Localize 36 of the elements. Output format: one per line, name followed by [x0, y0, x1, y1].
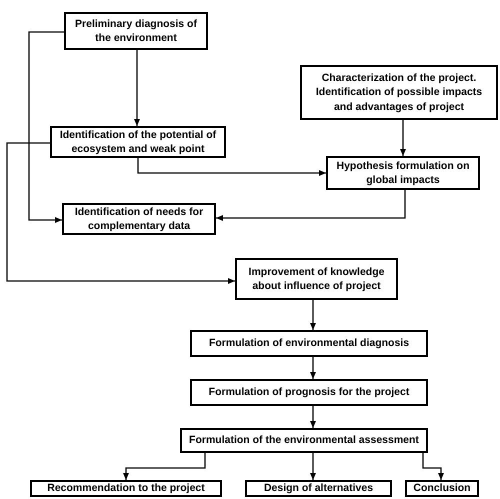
arrow: [6, 142, 235, 284]
box-text: Characterization of the project. Identification of possible impacts and advantages of project: [314, 71, 484, 114]
arrow: [422, 453, 444, 480]
arrow: [134, 50, 140, 126]
process-box: [64, 12, 208, 50]
box-text: Design of alternatives: [264, 481, 374, 496]
process-box: [300, 65, 498, 120]
process-box: [326, 156, 480, 190]
process-box: [235, 258, 398, 300]
arrow: [310, 406, 316, 428]
box-text: Identification of needs for complementary data: [74, 204, 204, 234]
process-box: [190, 379, 428, 406]
arrow: [28, 31, 64, 223]
process-box: [405, 480, 479, 497]
box-text: Formulation of the environmental assessment: [189, 433, 419, 448]
process-box: [30, 480, 222, 497]
box-text: Hypothesis formulation on global impacts: [335, 158, 470, 188]
process-box: [245, 480, 392, 497]
box-text: Conclusion: [413, 481, 471, 496]
process-box: [62, 203, 216, 235]
arrow: [137, 158, 326, 176]
box-text: Preliminary diagnosis of the environment: [74, 16, 198, 46]
arrow: [216, 190, 406, 221]
box-text: Formulation of prognosis for the project: [208, 385, 410, 400]
arrow: [310, 453, 316, 480]
box-text: Recommendation to the project: [47, 481, 205, 496]
box-text: Formulation of environmental diagnosis: [208, 336, 410, 351]
arrow: [123, 453, 206, 480]
process-box: [180, 428, 428, 453]
arrow: [310, 357, 316, 379]
box-text: Improvement of knowledge about influence of project: [248, 264, 386, 294]
arrow: [400, 120, 406, 156]
process-box: [190, 330, 428, 357]
box-text: Identification of the potential of ecosystem and weak point: [58, 128, 218, 156]
arrow: [310, 300, 316, 330]
process-box: [50, 126, 226, 158]
